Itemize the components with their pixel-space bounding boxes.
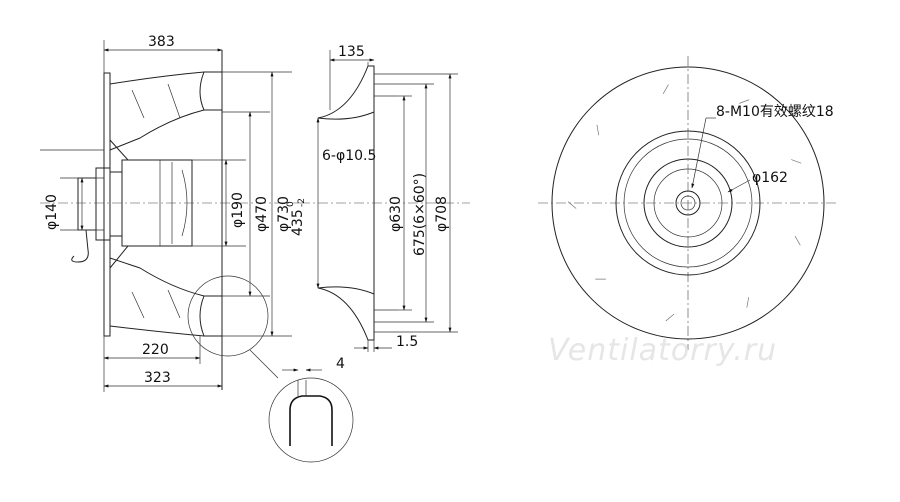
dim-width-135: 135 [338,44,365,60]
blade-mark [567,201,577,209]
blade-mark [794,235,801,246]
blade-mark [665,313,675,322]
detail-view: 4 [268,356,354,463]
blade-mark [746,297,750,308]
dim-dia-140: φ140 [44,194,60,230]
dim-dia-630: φ630 [388,196,404,232]
watermark: Ventilatorry.ru [548,333,777,368]
dim-height-435-tol-lower: -2 [297,198,307,207]
dim-width-323: 323 [144,370,171,386]
inlet-ring-upper [317,65,375,119]
blade-marks [567,84,802,322]
motor-cable [71,229,89,263]
dim-thickness-1-5: 1.5 [396,334,418,350]
blade-mark [739,99,750,104]
dim-dia-162: φ162 [752,170,788,186]
impeller-upper-section [109,71,223,151]
dim-height-435-tol-upper: 0 [286,201,296,207]
blade-mark [662,84,669,94]
dim-height-435: 435 [290,209,306,236]
inlet-ring-lower [317,287,375,341]
dim-dia-190: φ190 [230,192,246,228]
front-view: 8-M10有效螺纹18 φ162 Ventilatorry.ru [538,56,838,368]
section-view: 135 6-φ10.5 435 0 -2 φ630 675(6×60°) φ70… [286,44,470,352]
dim-pcd-675: 675(6×60°) [412,173,428,256]
mounting-plate [103,72,111,337]
blade-mark [791,159,802,164]
blade-mark [596,124,600,136]
dim-width-220: 220 [142,342,169,358]
dim-thread-8-m10: 8-M10有效螺纹18 [716,104,834,120]
dim-dia-470: φ470 [254,196,270,232]
dim-detail-4: 4 [336,356,345,372]
dim-dia-730: φ730 [276,196,292,232]
dim-holes-6x10-5: 6-φ10.5 [322,148,376,164]
impeller-lower-section [109,257,223,337]
dim-width-383: 383 [148,34,175,50]
side-view: 383 220 323 φ140 φ190 φ470 [40,34,354,463]
detail-circle [187,275,269,357]
dim-dia-708: φ708 [434,196,450,232]
